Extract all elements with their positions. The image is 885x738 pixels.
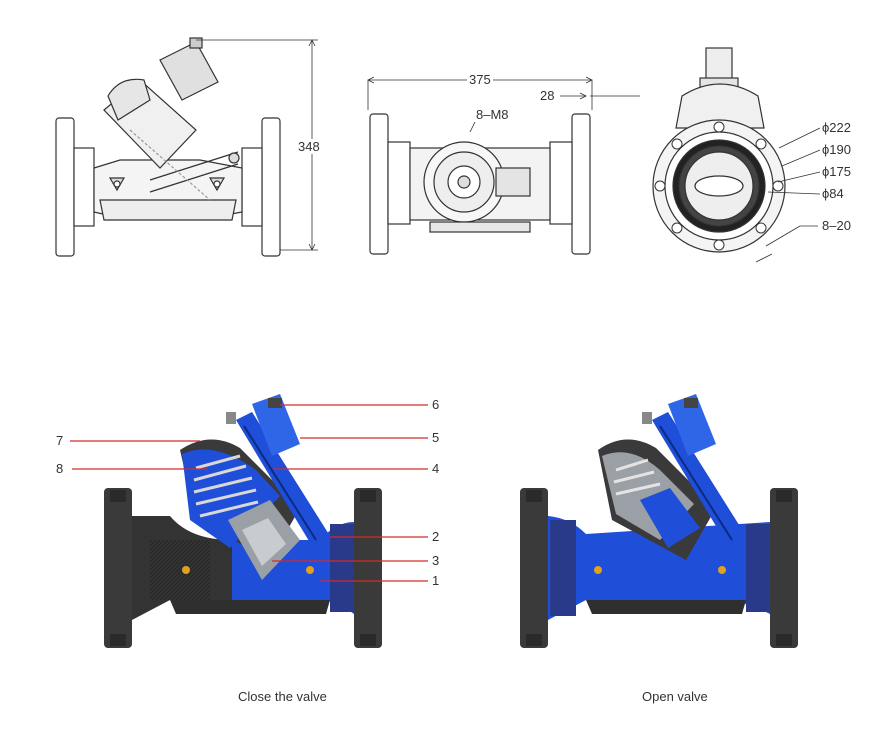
cutaway-views — [70, 394, 798, 648]
end-view-drawing — [652, 47, 786, 253]
callout-7: 7 — [56, 433, 64, 448]
callout-5: 5 — [432, 430, 440, 445]
side-view-drawing — [55, 37, 281, 257]
closed-valve-caption: Close the valve — [238, 689, 327, 704]
end-dimension-leaders — [755, 127, 821, 263]
callout-lines — [70, 404, 428, 582]
front-dimensions — [367, 76, 640, 133]
closed-valve-cutaway — [104, 394, 382, 648]
diameter-175-label: ϕ175 — [820, 164, 853, 179]
callout-4: 4 — [432, 461, 440, 476]
end-bolt-holes — [654, 121, 784, 251]
callout-1: 1 — [432, 573, 440, 588]
callout-2: 2 — [432, 529, 440, 544]
open-valve-caption: Open valve — [642, 689, 708, 704]
diameter-190-label: ϕ190 — [820, 142, 853, 157]
holes-dimension-label: 8–20 — [820, 218, 853, 233]
offset-dimension-label: 28 — [538, 88, 557, 103]
height-dimension-label: 348 — [296, 139, 322, 154]
length-dimension-label: 375 — [467, 72, 493, 87]
open-valve-cutaway — [520, 394, 798, 648]
diameter-84-label: ϕ84 — [820, 186, 846, 201]
front-view-drawing — [369, 113, 591, 255]
bolt-dimension-label: 8–M8 — [474, 107, 511, 122]
callout-6: 6 — [432, 397, 440, 412]
technical-drawings — [55, 37, 821, 263]
callout-8: 8 — [56, 461, 64, 476]
callout-3: 3 — [432, 553, 440, 568]
diameter-222-label: ϕ222 — [820, 120, 853, 135]
